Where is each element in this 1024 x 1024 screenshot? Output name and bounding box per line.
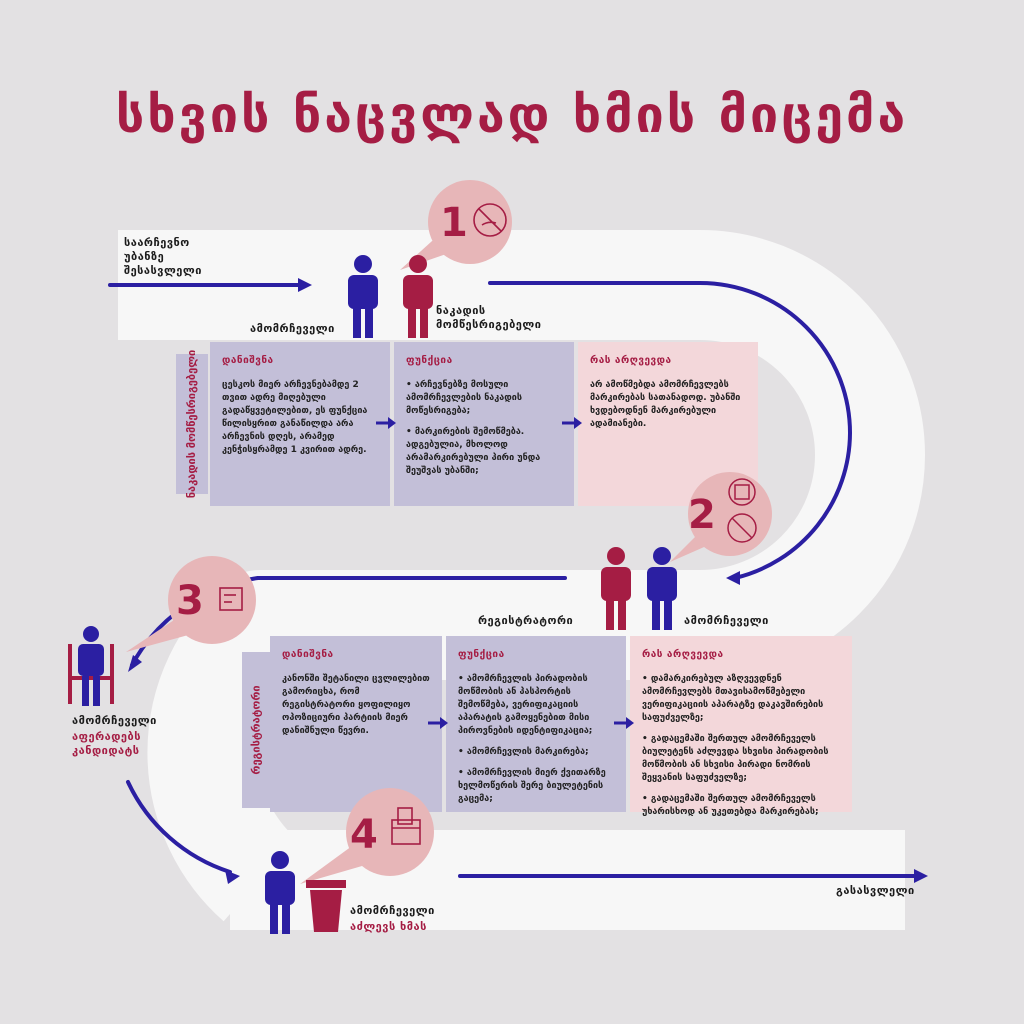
step-4-number: 4 [350,812,378,858]
voter-2-figure [647,547,677,630]
section-2-side-label: რეგისტრატორი [242,652,272,808]
step-2-number: 2 [688,492,716,538]
section-1-side-label: ნაკადის მომწესრიგებელი [176,350,208,498]
section-2-function-item: • ამომრჩევლის მიერ ქვითარზე ხელმოწერის შ… [458,768,606,804]
arrow-right-icon [614,717,634,729]
section-1-violation-title: რას არღვევდა [590,355,672,366]
section-1-appointment-title: დანიშვნა [222,355,274,366]
exit-label: გასასვლელი [836,884,915,897]
voter-3-label: ამომრჩეველი [72,714,157,727]
section-2-violation: რას არღვევდა • დამარკირებულ აზღვევდნენ ა… [630,636,852,817]
step-3-bubble: 3 [126,556,256,652]
section-1-violation-text: არ ამოწმებდა ამომრჩევლებს მარკირებას სათ… [590,380,741,429]
registrar-label: რეგისტრატორი [478,614,574,627]
ballot-sign-icon [219,587,243,611]
voter-1-figure [348,255,378,338]
section-1-function: ფუნქცია • არჩევნებზე მოსული ამომრჩევლები… [394,342,574,506]
flow-controller-figure [403,255,433,338]
section-1-function-item: • მარკირების შემოწმება. ადგებულია, მხოლო… [406,427,541,476]
section-2-function-title: ფუნქცია [458,649,505,660]
section-2-function: ფუნქცია • ამომრჩევლის პირადობის მოწმობის… [446,636,626,812]
ballot-box-icon [391,807,421,845]
section-1-function-title: ფუნქცია [406,355,453,366]
entrance-label: საარჩევნო უბანზე შესასვლელი [124,236,202,277]
section-1-appointment: დანიშვნა ცესკოს მიერ არჩევნებამდე 2 თვით… [210,342,390,506]
arrow-right-icon [376,417,396,429]
section-2-function-item: • ამომრჩევლის მარკირება; [458,747,589,757]
voter-3-action: აფერადებს კანდიდატს [72,730,141,757]
ballot-box-figure [306,880,346,932]
section-1-violation: რას არღვევდა არ ამოწმებდა ამომრჩევლებს მ… [578,342,758,506]
page-title: სხვის ნაცვლად ხმის მიცემა [115,86,909,144]
section-2-function-item: • ამომრჩევლის პირადობის მოწმობის ან პასპ… [458,674,593,736]
step-4-bubble: 4 [300,788,434,884]
registrar-figure [601,547,631,630]
no-marking-icon [473,203,507,237]
section-1-appointment-text: ცესკოს მიერ არჩევნებამდე 2 თვით ადრე მიღ… [222,380,368,455]
voter-4-action: აძლევს ხმას [350,920,427,933]
voter-2-label: ამომრჩეველი [684,614,769,627]
flow-controller-label: ნაკადის მომწესრიგებელი [436,304,542,331]
section-2-appointment-text: კანონში შეტანილი ცვლილებით გამორიცხა, რო… [282,674,430,736]
section-2-violation-item: • გადაცემაში შერთულ ამომრჩეველს ბიულეტენ… [642,734,829,783]
section-2-violation-item: • გადაცემაში შერთულ ამომრჩეველს უხარისხო… [642,794,819,817]
voter-1-label: ამომრჩეველი [250,322,335,335]
step-1-bubble: 1 [400,180,512,270]
voter-3-booth-figure [68,626,114,706]
id-document-icon [727,478,757,543]
section-2-appointment: დანიშვნა კანონში შეტანილი ცვლილებით გამო… [270,636,442,812]
arrow-right-icon [562,417,582,429]
section-2-appointment-title: დანიშვნა [282,649,334,660]
section-2-violation-item: • დამარკირებულ აზღვევდნენ ამომრჩევლებს მ… [642,674,824,723]
voter-4-label: ამომრჩეველი [350,904,435,917]
voter-4-figure [265,851,295,934]
section-2-violation-title: რას არღვევდა [642,649,724,660]
section-1-function-item: • არჩევნებზე მოსული ამომრჩევლების ნაკადი… [406,380,522,416]
step-1-number: 1 [440,200,468,246]
step-3-number: 3 [176,578,204,624]
arrow-right-icon [428,717,448,729]
step-2-bubble: 2 [670,472,772,562]
